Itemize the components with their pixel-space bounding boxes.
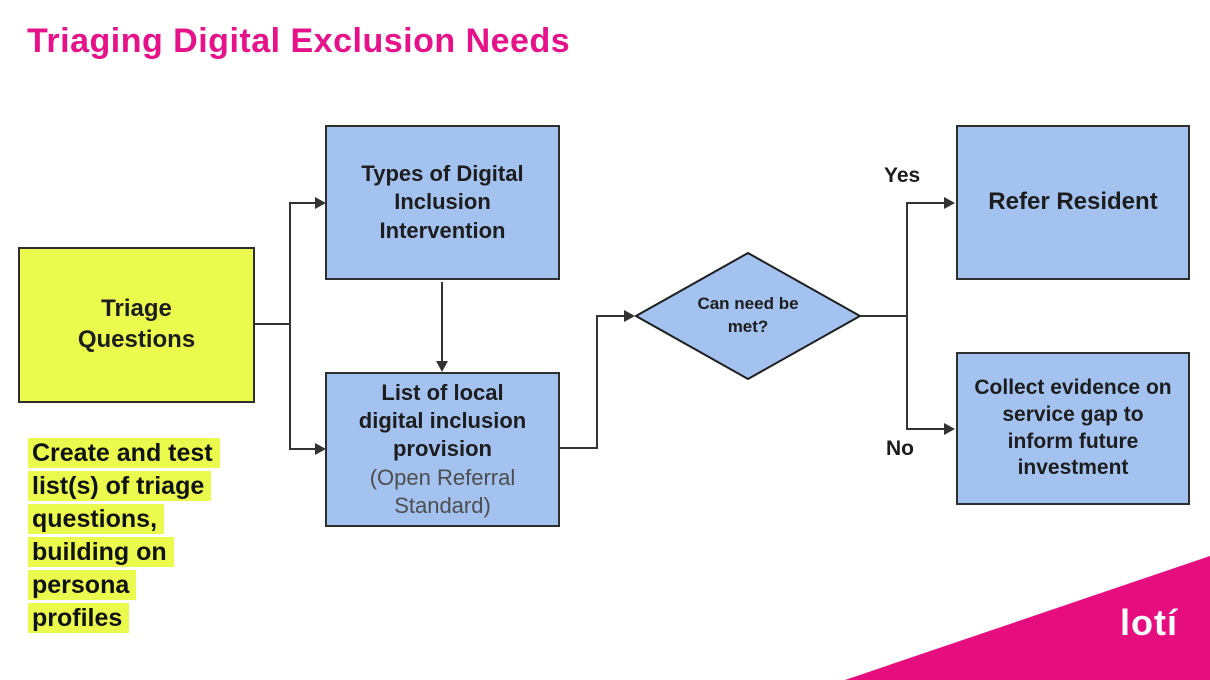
flow-node-refer-resident: Refer Resident — [956, 125, 1190, 280]
arrowhead-types-to-list — [436, 361, 448, 372]
flow-decision-can-need-be-met: Can need be met? — [634, 251, 862, 381]
flow-node-label: List of local digital inclusion provisio… — [350, 379, 535, 520]
flow-node-triage-questions: Triage Questions — [18, 247, 255, 403]
arrowhead-to-decision — [624, 310, 635, 322]
connector-decision-out — [860, 315, 908, 317]
annotation-line: profiles — [28, 602, 220, 635]
flow-node-label-sub: (Open Referral Standard) — [369, 464, 516, 518]
annotation-line: Create and test — [28, 437, 220, 470]
connector-left-branch-vertical — [289, 202, 291, 450]
connector-right-branch-vertical — [906, 202, 908, 430]
flow-node-collect-evidence: Collect evidence on service gap to infor… — [956, 352, 1190, 505]
loti-logo: lotí — [1120, 602, 1178, 643]
connector-triage-out — [255, 323, 291, 325]
connector-to-collect — [906, 428, 946, 430]
annotation-line: persona — [28, 569, 220, 602]
arrowhead-to-list — [315, 443, 326, 455]
flow-node-label: Refer Resident — [988, 188, 1158, 216]
arrowhead-to-refer — [944, 197, 955, 209]
connector-to-refer — [906, 202, 946, 204]
annotation-line: list(s) of triage — [28, 470, 220, 503]
diamond-shape — [634, 251, 862, 381]
annotation-line: building on — [28, 536, 220, 569]
page-title: Triaging Digital Exclusion Needs — [27, 22, 571, 60]
connector-to-list — [289, 448, 317, 450]
flow-node-types-of-intervention: Types of Digital Inclusion Intervention — [325, 125, 560, 280]
flow-node-label: Triage Questions — [77, 295, 196, 353]
connector-list-up — [596, 315, 598, 449]
flow-node-label-main: List of local digital inclusion provisio… — [358, 380, 527, 462]
connector-to-decision — [596, 315, 626, 317]
annotation-line: questions, — [28, 503, 220, 536]
flow-node-local-provision-list: List of local digital inclusion provisio… — [325, 372, 560, 527]
connector-list-out — [560, 447, 598, 449]
flow-node-label: Types of Digital Inclusion Intervention — [361, 161, 524, 243]
branch-label-no: No — [886, 437, 914, 460]
connector-types-to-list — [441, 282, 443, 362]
connector-to-types — [289, 202, 317, 204]
arrowhead-to-collect — [944, 423, 955, 435]
flow-decision-label: Can need be met? — [697, 294, 799, 336]
branch-label-yes: Yes — [884, 164, 921, 187]
arrowhead-to-types — [315, 197, 326, 209]
flow-node-label: Collect evidence on service gap to infor… — [974, 375, 1172, 480]
